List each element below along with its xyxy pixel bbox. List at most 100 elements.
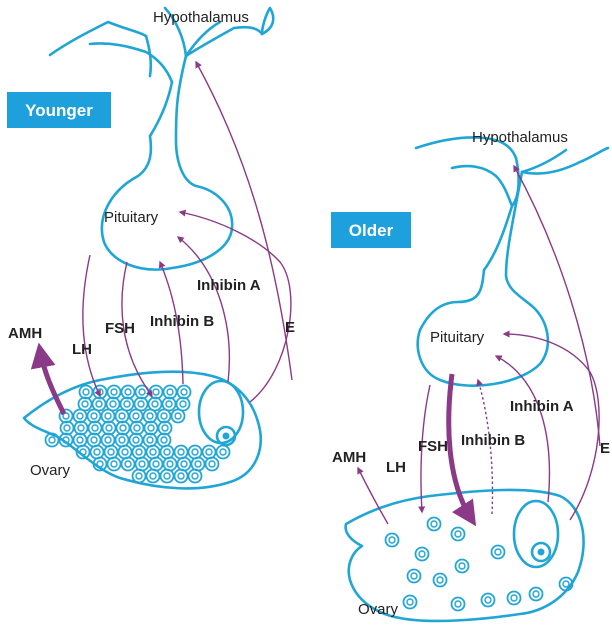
follicle [203,446,216,459]
follicle [178,458,191,471]
follicle-core [419,551,425,557]
follicle-core [166,401,172,407]
follicle [158,410,171,423]
follicle-core [148,425,154,431]
follicle [135,398,148,411]
follicle-core [167,389,173,395]
older-badge-label: Older [349,221,394,240]
follicle [175,446,188,459]
follicle-core [92,425,98,431]
follicle [161,446,174,459]
follicle-core [152,401,158,407]
follicle [130,434,143,447]
follicle-core [64,425,70,431]
follicle [116,434,129,447]
follicle [121,398,134,411]
follicle-core [124,401,130,407]
follicle [74,434,87,447]
follicle [122,386,135,399]
follicle-core [96,401,102,407]
follicle-core [407,599,413,605]
follicle-core [195,461,201,467]
follicle-core [134,425,140,431]
follicle [177,398,190,411]
younger-inhibin-b-label: Inhibin B [150,313,214,330]
follicle-core [455,531,461,537]
follicle-core [209,461,215,467]
follicle-core [94,449,100,455]
follicle-core [150,449,156,455]
follicle-core [147,437,153,443]
follicle-core [108,449,114,455]
younger-ovary-label: Ovary [30,462,71,479]
follicle [105,446,118,459]
older-badge: Older [331,212,411,248]
follicle [119,446,132,459]
follicle [80,386,93,399]
older-amh-label: AMH [332,449,366,466]
older-fsh-label: FSH [418,438,448,455]
follicle [79,398,92,411]
follicle [163,398,176,411]
follicle-core [175,413,181,419]
follicle-core [389,537,395,543]
younger-fsh-label: FSH [105,320,135,337]
follicle [172,410,185,423]
follicle [88,434,101,447]
follicle-core [161,413,167,419]
follicle [122,458,135,471]
follicle-core [164,449,170,455]
follicle-core [111,389,117,395]
follicle [175,470,188,483]
follicle-core [178,473,184,479]
follicle-core [106,425,112,431]
follicle [178,386,191,399]
follicle-core [164,473,170,479]
older-e-pituitary-arrow [504,334,599,520]
older-pituitary-label: Pituitary [430,329,485,346]
follicle [416,548,429,561]
follicle-core [139,389,145,395]
follicle-core [91,413,97,419]
follicle-core [105,437,111,443]
follicle-core [161,437,167,443]
follicle-core [178,449,184,455]
follicle-core [77,413,83,419]
follicle [386,534,399,547]
follicle-core [49,437,55,443]
older-dominant-follicle [514,501,558,567]
follicle [93,398,106,411]
follicle [452,598,465,611]
follicle [75,422,88,435]
follicle [404,596,417,609]
follicle [217,446,230,459]
follicle-core [206,449,212,455]
follicle-core [119,413,125,419]
follicle-core [78,425,84,431]
follicle-core [136,449,142,455]
follicle [164,458,177,471]
follicle [133,470,146,483]
follicle [102,410,115,423]
follicle [117,422,130,435]
follicle [102,434,115,447]
older-panel: Older Hypothalamus Pituitary Ovary AMH [331,129,610,621]
follicle [530,588,543,601]
follicle-core [220,449,226,455]
older-brain-outline [416,137,608,385]
follicle [108,458,121,471]
older-hypothalamus-label: Hypothalamus [472,129,568,146]
follicle-core [139,461,145,467]
follicle [108,386,121,399]
follicle-core [511,595,517,601]
younger-badge: Younger [7,92,111,128]
younger-hypothalamus-label: Hypothalamus [153,9,249,26]
follicle-core [563,581,569,587]
older-ovary-label: Ovary [358,601,399,618]
follicle-core [153,461,159,467]
follicle-core [533,591,539,597]
follicle [61,422,74,435]
follicle [189,446,202,459]
younger-pituitary-label: Pituitary [104,209,159,226]
